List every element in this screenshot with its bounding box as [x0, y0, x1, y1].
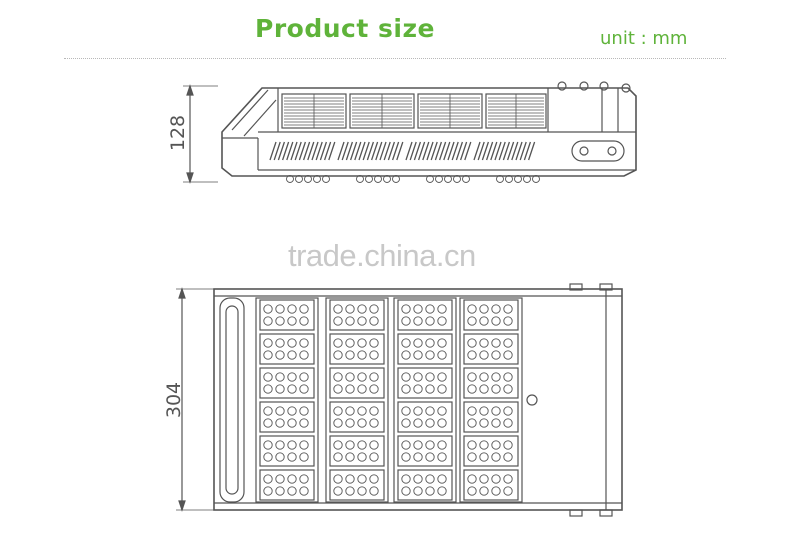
watermark-text: trade.china.cn — [288, 238, 476, 273]
unit-label: unit : mm — [600, 28, 688, 49]
top-view — [176, 283, 623, 517]
height-dimension-label: 128 — [167, 114, 189, 152]
width-dimension-label: 304 — [163, 381, 185, 419]
divider — [64, 58, 726, 59]
side-view — [183, 81, 637, 184]
page-title: Product size — [255, 14, 435, 43]
